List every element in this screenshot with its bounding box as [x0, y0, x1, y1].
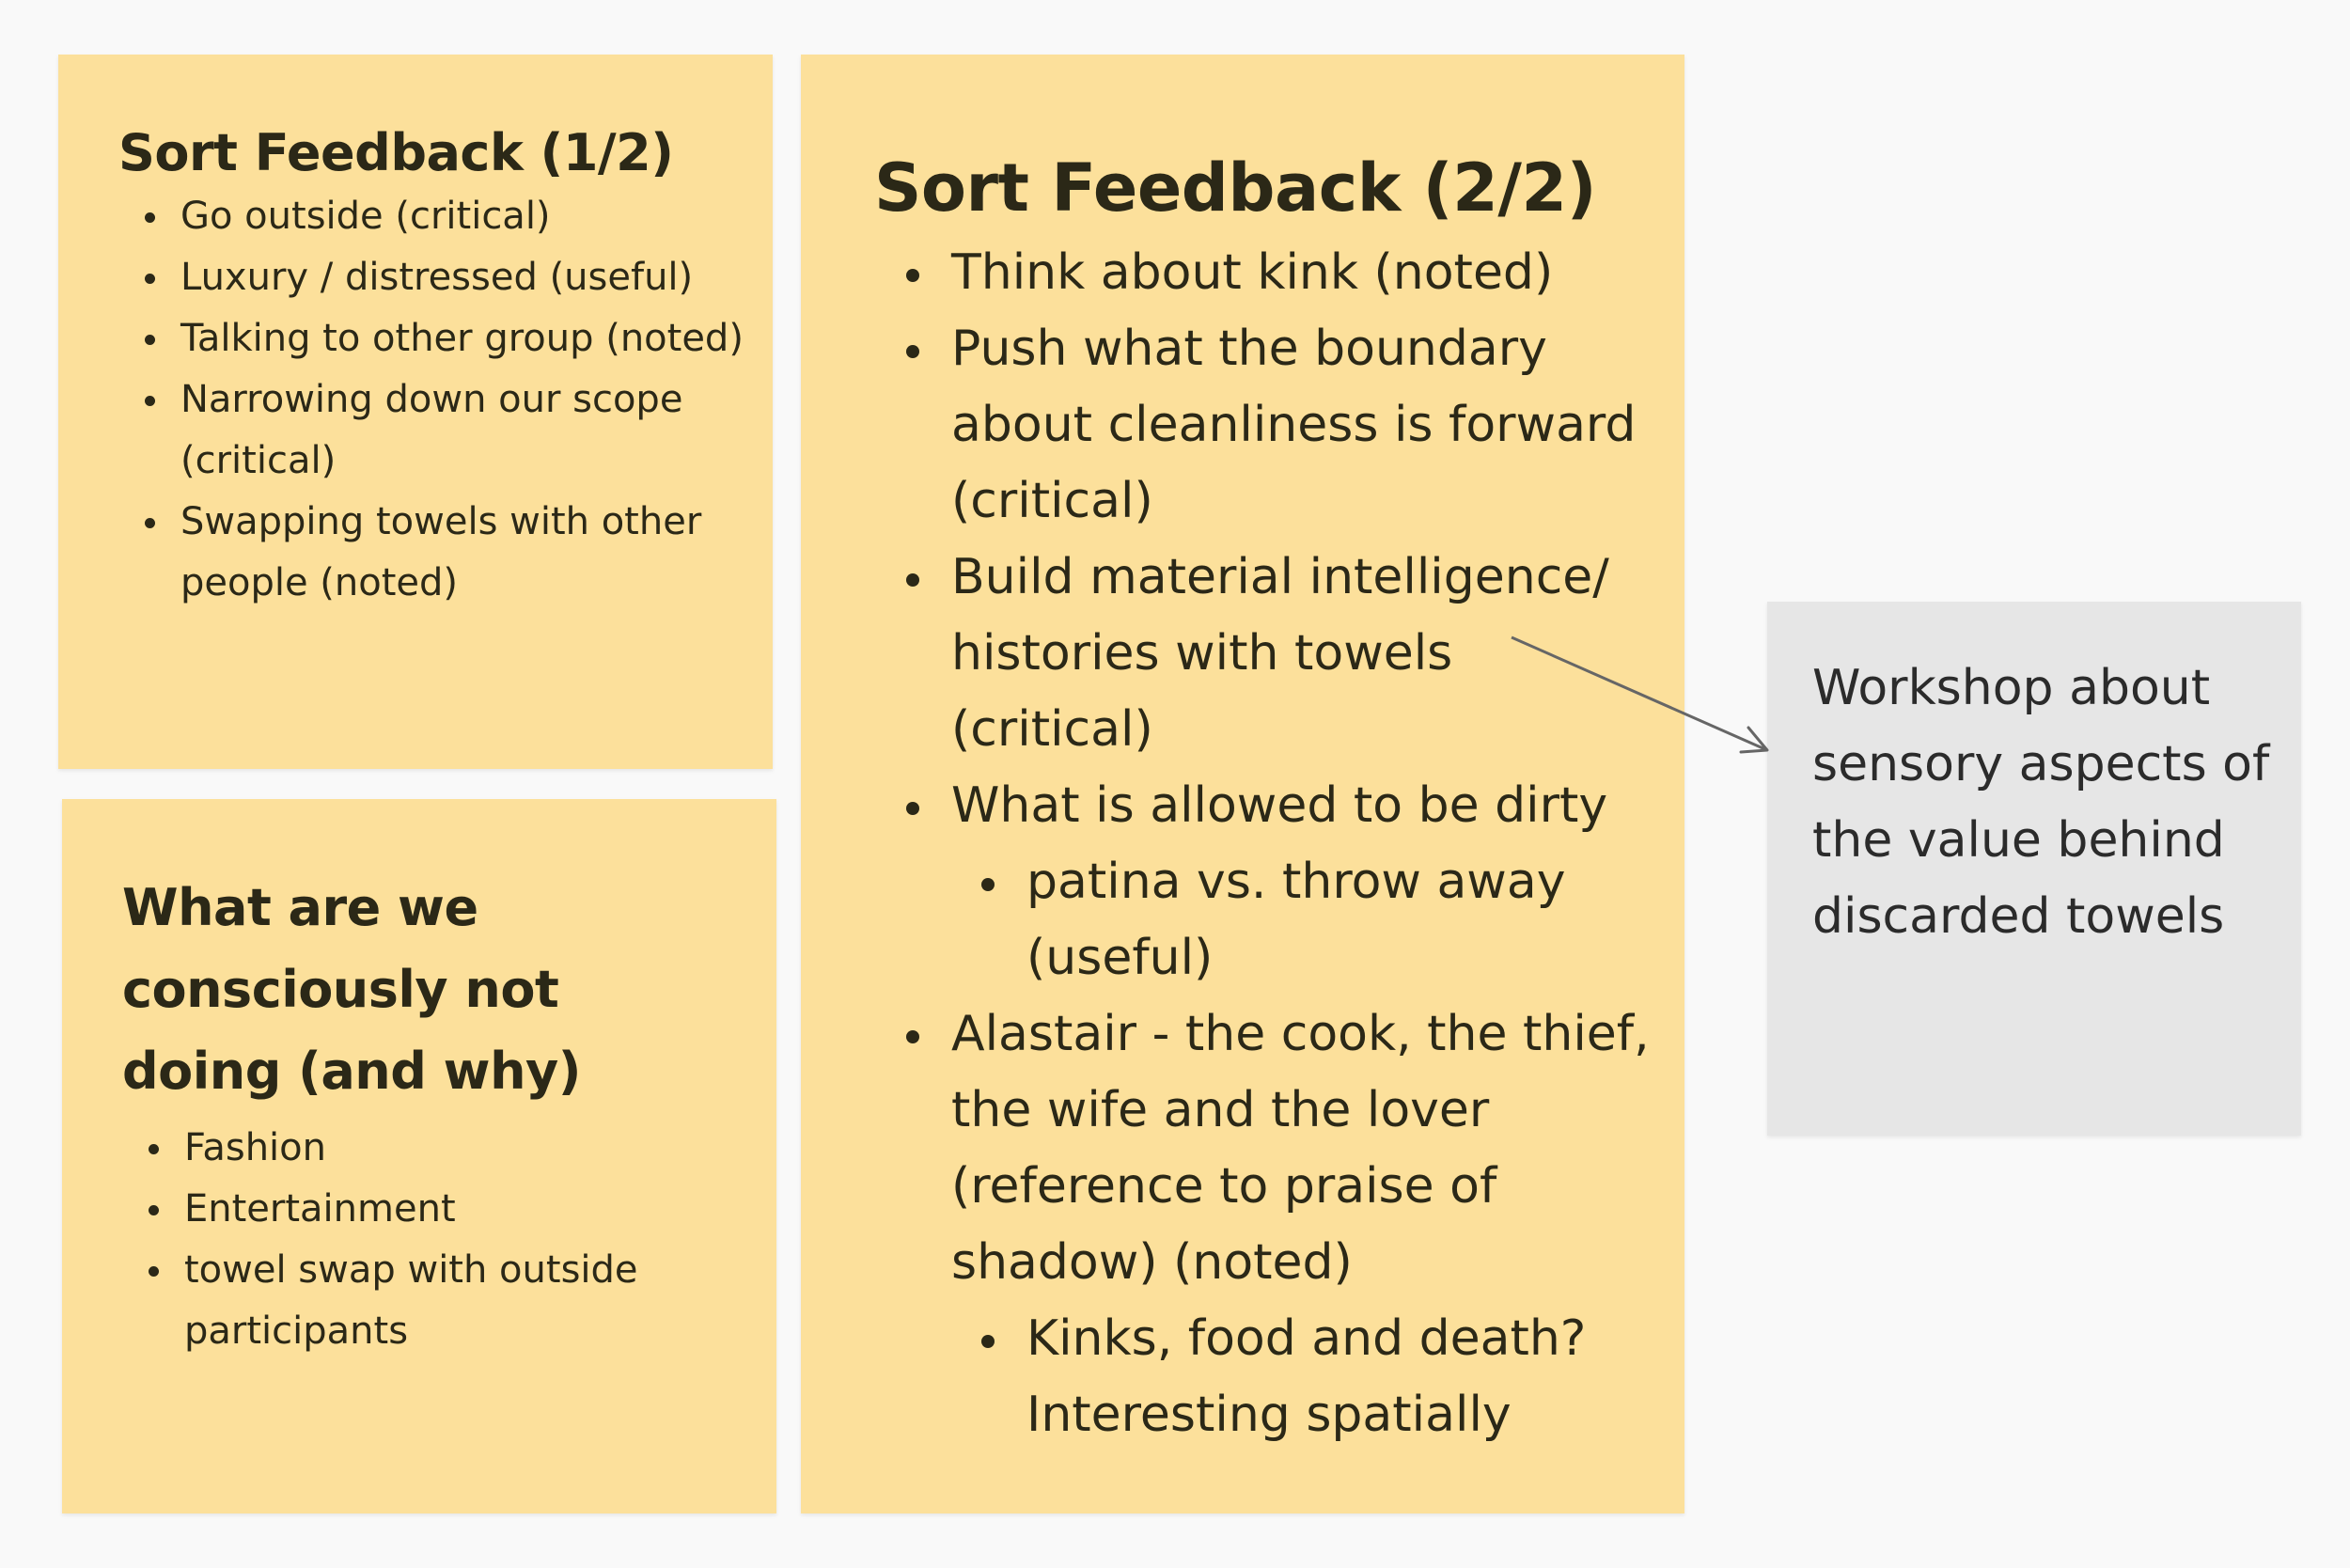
- list-item: towel swap with outside participants: [149, 1240, 748, 1362]
- nested-list-item: patina vs. throw away (useful): [981, 844, 1666, 996]
- list-item: Swapping towels with other people (noted…: [145, 492, 744, 614]
- note-title: What are we consciously not doing (and w…: [122, 878, 581, 1101]
- sticky-note-sort-feedback-2[interactable]: Sort Feedback (2/2) Think about kink (no…: [801, 55, 1684, 1513]
- nested-bullet-list: Kinks, food and death? Interesting spati…: [951, 1301, 1666, 1453]
- list-item: Go outside (critical): [145, 186, 744, 247]
- nested-bullet-list: patina vs. throw away (useful): [951, 844, 1666, 996]
- list-item: Fashion: [149, 1118, 748, 1179]
- list-item: What is allowed to be dirty patina vs. t…: [906, 768, 1666, 996]
- nested-list-item: Kinks, food and death? Interesting spati…: [981, 1301, 1666, 1453]
- sticky-note-sort-feedback-1[interactable]: Sort Feedback (1/2) Go outside (critical…: [58, 55, 773, 769]
- list-item: Entertainment: [149, 1179, 748, 1240]
- note-title: Sort Feedback (2/2): [874, 149, 1597, 227]
- list-item: Talking to other group (noted): [145, 308, 744, 369]
- list-item: Narrowing down our scope (critical): [145, 369, 744, 492]
- list-item: Push what the boundary about cleanliness…: [906, 311, 1666, 540]
- bullet-list: Fashion Entertainment towel swap with ou…: [122, 1118, 748, 1362]
- list-item: Think about kink (noted): [906, 235, 1666, 311]
- bullet-list: Go outside (critical) Luxury / distresse…: [118, 186, 744, 614]
- list-item: Luxury / distressed (useful): [145, 247, 744, 308]
- sticky-note-workshop[interactable]: Workshop about sensory aspects of the va…: [1767, 602, 2301, 1136]
- bullet-list: Think about kink (noted) Push what the b…: [874, 235, 1666, 1453]
- note-title: Sort Feedback (1/2): [118, 123, 674, 182]
- list-item: Build material intelligence/ histories w…: [906, 540, 1666, 768]
- list-item: Alastair - the cook, the thief, the wife…: [906, 996, 1666, 1453]
- list-item-text: Alastair - the cook, the thief, the wife…: [951, 1006, 1650, 1291]
- list-item-text: What is allowed to be dirty: [951, 777, 1608, 834]
- sticky-note-not-doing[interactable]: What are we consciously not doing (and w…: [62, 799, 776, 1513]
- note-body: Workshop about sensory aspects of the va…: [1812, 660, 2270, 945]
